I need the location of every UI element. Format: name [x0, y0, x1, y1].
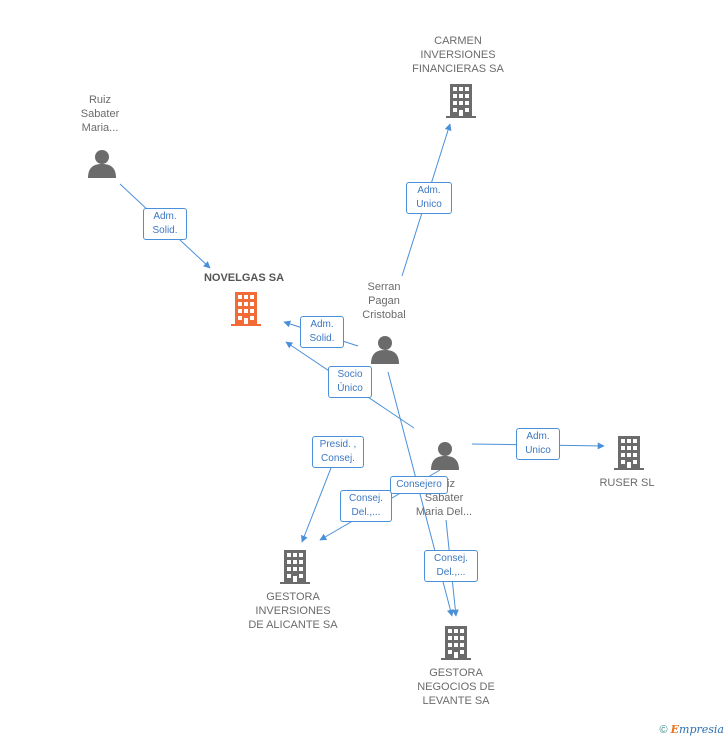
node-label-ruiz-mid[interactable]: Ruiz Sabater Maria Del...: [415, 478, 473, 518]
building-icon-gestora-alicante[interactable]: [280, 550, 310, 584]
node-label-novelgas[interactable]: NOVELGAS SA: [203, 272, 285, 284]
person-icon-serran[interactable]: [371, 336, 399, 364]
brand-logo[interactable]: Empresia: [670, 723, 724, 736]
edge-label-consej-del-alicante[interactable]: Consej. Del.,...: [340, 490, 392, 522]
footer-credit: © Empresia: [659, 723, 724, 736]
edge-label-socio-unico[interactable]: Socio Único: [328, 366, 372, 398]
node-label-gestora-alicante[interactable]: GESTORA INVERSIONES DE ALICANTE SA: [248, 591, 338, 631]
edge-label-consej-del-levante[interactable]: Consej. Del.,...: [424, 550, 478, 582]
copyright-symbol: ©: [659, 724, 668, 736]
node-label-carmen[interactable]: CARMEN INVERSIONES FINANCIERAS SA: [412, 35, 504, 75]
building-icon-carmen[interactable]: [446, 84, 476, 118]
edge-label-adm-unico-carmen[interactable]: Adm. Unico: [406, 182, 452, 214]
node-label-serran[interactable]: Serran Pagan Cristobal: [362, 281, 406, 321]
edge-label-consejero[interactable]: Consejero: [390, 476, 448, 494]
building-icon-novelgas[interactable]: [231, 292, 261, 326]
node-label-ruiz-top[interactable]: Ruiz Sabater Maria...: [80, 94, 120, 134]
edge-label-presid-consej[interactable]: Presid. , Consej.: [312, 436, 364, 468]
node-label-ruser[interactable]: RUSER SL: [599, 477, 655, 489]
edge-label-adm-solid-ruiz[interactable]: Adm. Solid.: [143, 208, 187, 240]
building-icon-gestora-levante[interactable]: [441, 626, 471, 660]
person-icon-ruiz-mid[interactable]: [431, 442, 459, 470]
edge-label-adm-unico-ruser[interactable]: Adm. Unico: [516, 428, 560, 460]
edge-label-adm-solid-serran[interactable]: Adm. Solid.: [300, 316, 344, 348]
building-icon-ruser[interactable]: [614, 436, 644, 470]
node-label-gestora-levante[interactable]: GESTORA NEGOCIOS DE LEVANTE SA: [417, 667, 495, 707]
person-icon-ruiz-top[interactable]: [88, 150, 116, 178]
